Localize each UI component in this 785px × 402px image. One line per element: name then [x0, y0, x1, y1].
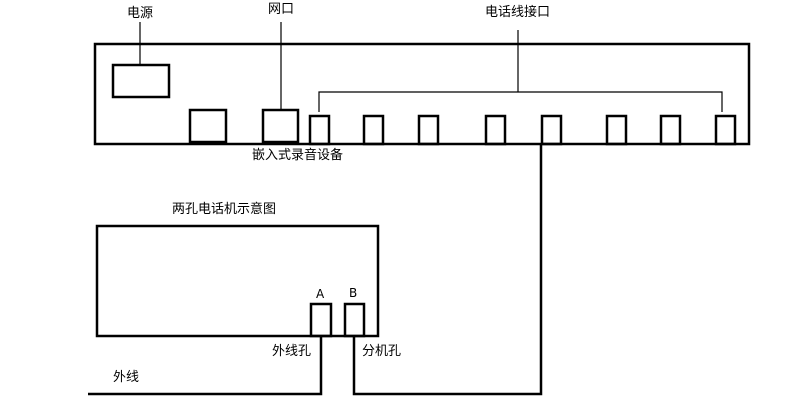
extension-wire	[352, 144, 543, 396]
phone-line-port	[540, 114, 563, 146]
phone-line-port	[308, 114, 331, 146]
outer-line-label: 外线	[113, 370, 139, 385]
outer-line-wire	[88, 336, 323, 396]
phone-line-port	[659, 114, 682, 146]
phone-line-ports	[308, 114, 737, 146]
unlabeled-port	[188, 108, 228, 144]
phone-ports-bracket	[318, 91, 723, 112]
port-b	[343, 302, 366, 338]
phone-line-port	[417, 114, 440, 146]
phone-line-port	[484, 114, 507, 146]
power-port	[111, 63, 171, 99]
phone-line-port	[605, 114, 628, 146]
phone-box	[95, 224, 380, 338]
outer-hole-label: 外线孔	[272, 344, 311, 359]
port-a-label: A	[316, 287, 325, 301]
port-a	[309, 302, 333, 338]
phone-title: 两孔电话机示意图	[172, 201, 276, 217]
phone-ports-label: 电话线接口	[485, 4, 550, 20]
recorder-device-box	[93, 42, 751, 146]
extension-hole-label: 分机孔	[362, 344, 401, 359]
phone-line-port	[714, 114, 737, 146]
phone-line-port	[362, 114, 385, 146]
port-b-label: B	[349, 286, 357, 300]
device-label: 嵌入式录音设备	[252, 147, 343, 163]
network-port	[261, 108, 300, 144]
power-label: 电源	[127, 6, 153, 21]
network-label: 网口	[268, 2, 294, 17]
